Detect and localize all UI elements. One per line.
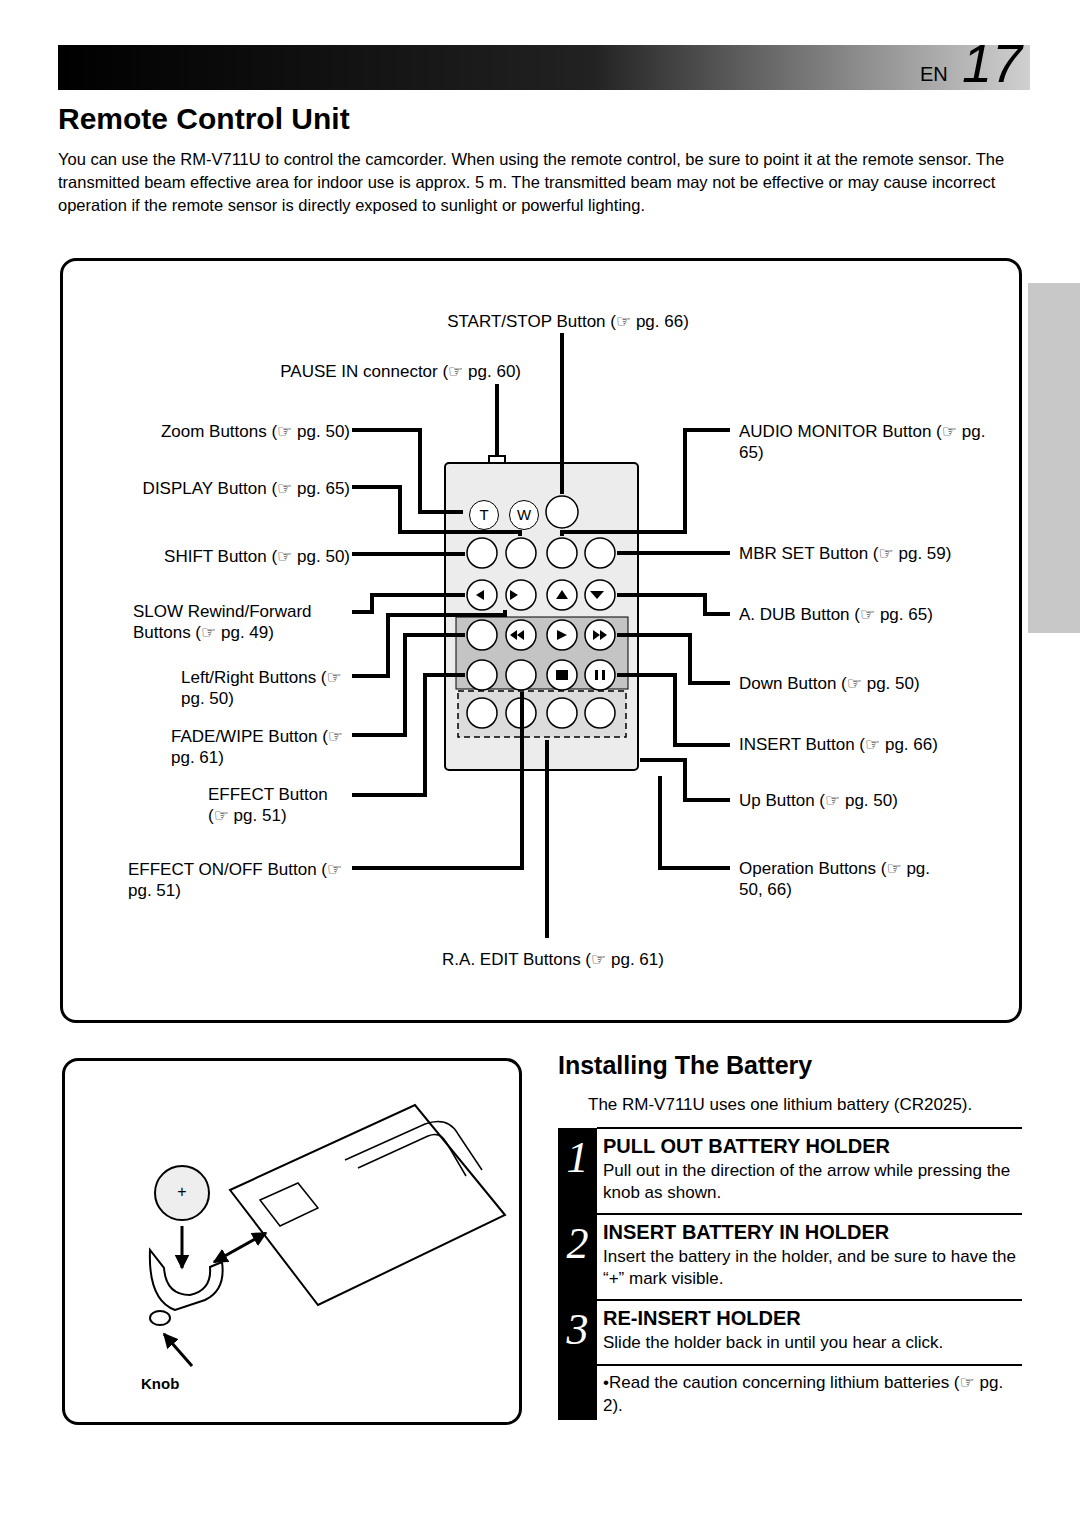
button-symbol xyxy=(506,660,536,690)
button-letter: T xyxy=(470,501,498,529)
side-tab xyxy=(1028,283,1080,633)
step-number: 3 xyxy=(558,1308,597,1352)
step-band xyxy=(558,1128,1022,1420)
step-block: 1PULL OUT BATTERY HOLDERPull out in the … xyxy=(558,1130,1022,1208)
button-symbol xyxy=(467,620,497,650)
language-code: EN xyxy=(920,62,948,87)
header-bar xyxy=(58,45,1030,90)
button-symbol xyxy=(585,538,615,568)
step-block: 2INSERT BATTERY IN HOLDERInsert the batt… xyxy=(558,1216,1022,1294)
button-symbol xyxy=(585,698,615,728)
button-symbol xyxy=(546,496,578,528)
callout-label: A. DUB Button (☞ pg. 65) xyxy=(739,604,1019,625)
callout-label: Left/Right Buttons (☞ pg. 50) xyxy=(181,667,353,710)
callout-label: Down Button (☞ pg. 50) xyxy=(739,673,1019,694)
step-number: 1 xyxy=(558,1136,597,1180)
step-number: 2 xyxy=(558,1222,597,1266)
button-symbol xyxy=(547,538,577,568)
button-symbol xyxy=(506,538,536,568)
callout-label: Up Button (☞ pg. 50) xyxy=(739,790,1019,811)
polarity-mark: + xyxy=(174,1182,190,1202)
callout-label: Operation Buttons (☞ pg. 50, 66) xyxy=(739,858,939,901)
callout-label: FADE/WIPE Button (☞ pg. 61) xyxy=(171,726,351,769)
step-body: Insert the battery in the holder, and be… xyxy=(603,1246,1018,1290)
intro-paragraph: You can use the RM-V711U to control the … xyxy=(58,148,1020,217)
page-number: 17 xyxy=(962,36,1022,90)
battery-note: The RM-V711U uses one lithium battery (C… xyxy=(588,1094,972,1115)
zoom-button: W xyxy=(509,500,539,530)
callout-label: INSERT Button (☞ pg. 66) xyxy=(739,734,1019,755)
callout-label: AUDIO MONITOR Button (☞ pg. 65) xyxy=(739,421,989,464)
button-symbol xyxy=(467,660,497,690)
step-block: 3RE-INSERT HOLDERSlide the holder back i… xyxy=(558,1302,1022,1358)
step-body: Pull out in the direction of the arrow w… xyxy=(603,1160,1018,1204)
button-symbol xyxy=(467,538,497,568)
step-heading: RE-INSERT HOLDER xyxy=(603,1306,1018,1331)
callout-label: MBR SET Button (☞ pg. 59) xyxy=(739,543,1019,564)
section-heading: Installing The Battery xyxy=(558,1050,812,1081)
battery-panel: Knob xyxy=(62,1058,522,1425)
button-symbol xyxy=(547,698,577,728)
button-letter: W xyxy=(510,501,538,529)
callout-label: R.A. EDIT Buttons (☞ pg. 61) xyxy=(403,949,703,970)
callout-label: EFFECT ON/OFF Button (☞ pg. 51) xyxy=(128,859,352,902)
step-heading: PULL OUT BATTERY HOLDER xyxy=(603,1134,1018,1159)
battery-illustration xyxy=(150,1105,505,1366)
callout-label: PAUSE IN connector (☞ pg. 60) xyxy=(203,361,521,382)
step-heading: INSERT BATTERY IN HOLDER xyxy=(603,1220,1018,1245)
button-symbol xyxy=(585,660,615,690)
zoom-button: T xyxy=(469,500,499,530)
page-title: Remote Control Unit xyxy=(58,100,350,138)
callout-label: Zoom Buttons (☞ pg. 50) xyxy=(93,421,350,442)
callout-label: DISPLAY Button (☞ pg. 65) xyxy=(73,478,350,499)
callout-label: SLOW Rewind/Forward Buttons (☞ pg. 49) xyxy=(133,601,350,644)
step-body: Slide the holder back in until you hear … xyxy=(603,1332,1018,1354)
leader-lines xyxy=(352,333,730,938)
callout-label: EFFECT Button (☞ pg. 51) xyxy=(208,784,351,827)
caution-note: •Read the caution concerning lithium bat… xyxy=(603,1371,1023,1417)
callout-label: START/STOP Button (☞ pg. 66) xyxy=(403,311,733,332)
button-symbol xyxy=(467,698,497,728)
callout-label: SHIFT Button (☞ pg. 50) xyxy=(93,546,350,567)
part-label: Knob xyxy=(141,1375,179,1394)
remote-panel: START/STOP Button (☞ pg. 66) PAUSE IN con… xyxy=(60,258,1022,1023)
